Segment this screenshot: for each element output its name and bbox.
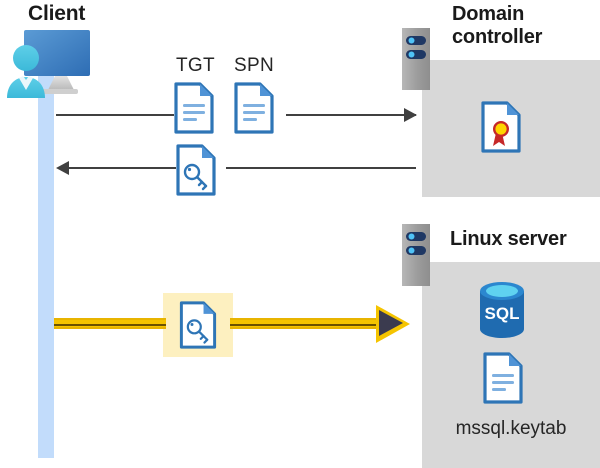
server-rack-icon-linux-server	[402, 224, 430, 286]
linux-server-title: Linux server	[450, 228, 567, 250]
keytab-flow-line-left	[54, 318, 166, 329]
request-line-right	[286, 114, 416, 116]
document-icon-spn	[234, 82, 274, 134]
keytab-filename-caption: mssql.keytab	[455, 418, 567, 439]
domain-controller-title: Domain controller	[452, 3, 543, 49]
tgt-label: TGT	[176, 55, 215, 76]
keytab-arrowhead-icon	[379, 310, 403, 336]
response-arrowhead-icon	[56, 161, 69, 175]
client-workstation-icon	[2, 22, 98, 102]
sql-database-icon: SQL	[477, 281, 527, 339]
keytab-flow-line-right	[230, 318, 380, 329]
svg-text:SQL: SQL	[485, 304, 520, 323]
request-line-left	[56, 114, 174, 116]
server-rack-icon-domain-controller	[402, 28, 430, 90]
document-icon-tgt	[174, 82, 214, 134]
client-title: Client	[28, 2, 86, 25]
document-key-icon-ticket	[176, 144, 216, 196]
request-arrowhead-icon	[404, 108, 417, 122]
document-key-icon-keytab	[178, 301, 218, 349]
client-lifeline-bar	[38, 60, 54, 458]
response-line-left	[66, 167, 176, 169]
document-icon-keytab-file	[483, 352, 523, 404]
spn-label: SPN	[234, 55, 274, 76]
response-line-right	[226, 167, 416, 169]
certificate-document-icon	[481, 101, 521, 153]
